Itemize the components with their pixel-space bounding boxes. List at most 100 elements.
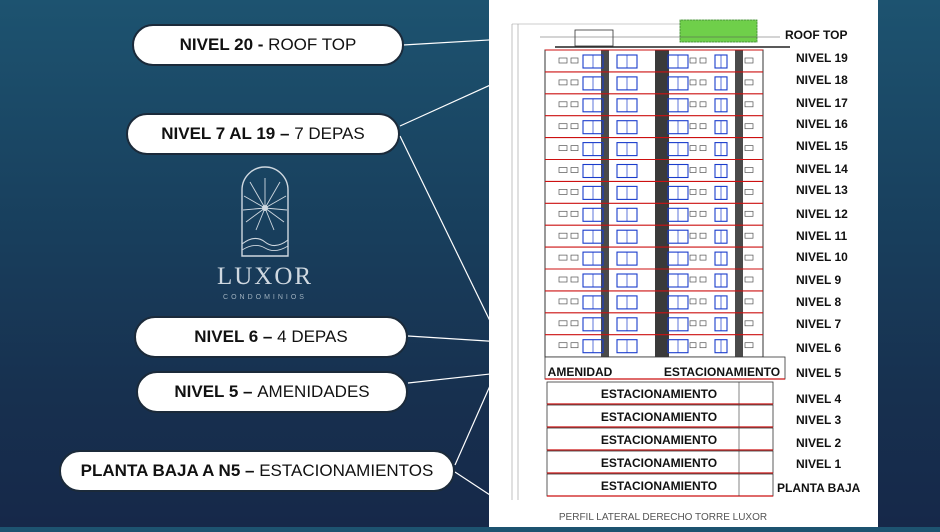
small-window xyxy=(689,320,697,327)
parking-level: ESTACIONAMIENTO xyxy=(546,427,774,451)
small-window xyxy=(570,342,579,349)
small-window xyxy=(699,145,707,151)
luxor-logo: LUXOR CONDOMINIOS xyxy=(200,160,350,310)
level-label: NIVEL 17 xyxy=(796,96,848,110)
small-window xyxy=(744,189,754,195)
tower-floor xyxy=(545,224,763,244)
small-window xyxy=(744,79,754,86)
small-window xyxy=(699,276,707,283)
callout-level-6-level: NIVEL 6 – xyxy=(194,327,273,346)
parking-level: ESTACIONAMIENTO xyxy=(546,450,774,474)
parking-label: ESTACIONAMIENTO xyxy=(601,410,717,424)
tower-floor xyxy=(545,71,763,91)
level-label: NIVEL 4 xyxy=(796,392,841,406)
parking-label: ESTACIONAMIENTO xyxy=(601,387,717,401)
level-label: PLANTA BAJA xyxy=(777,481,861,495)
parking-level: ESTACIONAMIENTO xyxy=(546,404,774,428)
small-window xyxy=(558,210,568,217)
small-window xyxy=(570,79,579,86)
parking-levels: ESTACIONAMIENTOESTACIONAMIENTOESTACIONAM… xyxy=(546,381,774,497)
callout-levels-7-19-level: NIVEL 7 AL 19 – xyxy=(161,124,290,143)
tower-floor xyxy=(545,334,763,354)
level-label: NIVEL 15 xyxy=(796,139,848,153)
callout-level-6-desc: 4 DEPAS xyxy=(277,327,348,346)
small-window xyxy=(699,320,707,327)
small-window xyxy=(689,123,697,130)
small-window xyxy=(570,210,579,217)
logo-name: LUXOR xyxy=(217,263,313,290)
level-label: NIVEL 10 xyxy=(796,250,848,264)
tower-floor xyxy=(545,312,763,332)
small-window xyxy=(689,254,697,261)
luxor-emblem-icon: LUXOR CONDOMINIOS xyxy=(217,166,313,301)
parking-level: ESTACIONAMIENTO xyxy=(546,473,774,497)
drawing-caption: PERFIL LATERAL DERECHO TORRE LUXOR xyxy=(559,512,767,523)
small-window xyxy=(689,232,697,239)
small-window xyxy=(558,276,568,283)
level-label: NIVEL 7 xyxy=(796,317,841,331)
tower-floor xyxy=(545,268,763,288)
small-window xyxy=(558,342,568,349)
small-window xyxy=(689,79,697,86)
small-window xyxy=(689,101,697,108)
tower-floor xyxy=(545,137,763,157)
small-window xyxy=(558,123,568,130)
small-window xyxy=(699,189,707,195)
small-window xyxy=(699,210,707,217)
tower-floor xyxy=(545,202,763,222)
small-window xyxy=(558,254,568,261)
small-window xyxy=(744,320,754,327)
small-window xyxy=(558,57,568,64)
parking-label: ESTACIONAMIENTO xyxy=(601,479,717,493)
level-label: NIVEL 18 xyxy=(796,73,848,87)
callout-roof-top: NIVEL 20 - ROOF TOP xyxy=(132,24,404,66)
small-window xyxy=(699,254,707,261)
small-window xyxy=(689,342,697,349)
tower-floor xyxy=(545,290,763,310)
small-window xyxy=(744,57,754,64)
small-window xyxy=(699,167,707,173)
level-label: ROOF TOP xyxy=(785,28,847,42)
small-window xyxy=(558,167,568,173)
small-window xyxy=(689,57,697,64)
small-window xyxy=(699,342,707,349)
level-label: NIVEL 5 xyxy=(796,366,841,380)
small-window xyxy=(699,57,707,64)
small-window xyxy=(689,210,697,217)
small-window xyxy=(558,298,568,305)
level-label: NIVEL 11 xyxy=(796,229,847,243)
tower-floor xyxy=(545,115,763,135)
small-window xyxy=(570,101,579,108)
small-window xyxy=(689,145,697,151)
elevation-drawing: AMENIDAD ESTACIONAMIENTO ESTACIONAMIENTO… xyxy=(489,0,878,527)
amenity-label: AMENIDAD xyxy=(548,365,613,379)
small-window xyxy=(570,189,579,195)
small-window xyxy=(558,320,568,327)
logo-subtitle: CONDOMINIOS xyxy=(223,294,307,301)
level-label: NIVEL 12 xyxy=(796,207,848,221)
callout-levels-7-19: NIVEL 7 AL 19 – 7 DEPAS xyxy=(126,113,400,155)
small-window xyxy=(744,210,754,217)
parking-level: ESTACIONAMIENTO xyxy=(546,381,774,405)
callout-parking: PLANTA BAJA A N5 – ESTACIONAMIENTOS xyxy=(59,450,455,492)
tower-floor xyxy=(545,246,763,266)
small-window xyxy=(744,298,754,305)
small-window xyxy=(570,254,579,261)
elevation-svg: AMENIDAD ESTACIONAMIENTO ESTACIONAMIENTO… xyxy=(511,19,861,523)
small-window xyxy=(570,298,579,305)
level-label: NIVEL 14 xyxy=(796,162,848,176)
level-label: NIVEL 2 xyxy=(796,436,841,450)
level5-parking-label: ESTACIONAMIENTO xyxy=(664,365,780,379)
small-window xyxy=(689,276,697,283)
small-window xyxy=(744,101,754,108)
small-window xyxy=(558,101,568,108)
callout-parking-desc: ESTACIONAMIENTOS xyxy=(259,461,434,480)
small-window xyxy=(689,189,697,195)
small-window xyxy=(570,167,579,173)
small-window xyxy=(699,298,707,305)
small-window xyxy=(744,342,754,349)
small-window xyxy=(570,320,579,327)
small-window xyxy=(699,123,707,130)
callout-levels-7-19-desc: 7 DEPAS xyxy=(294,124,365,143)
